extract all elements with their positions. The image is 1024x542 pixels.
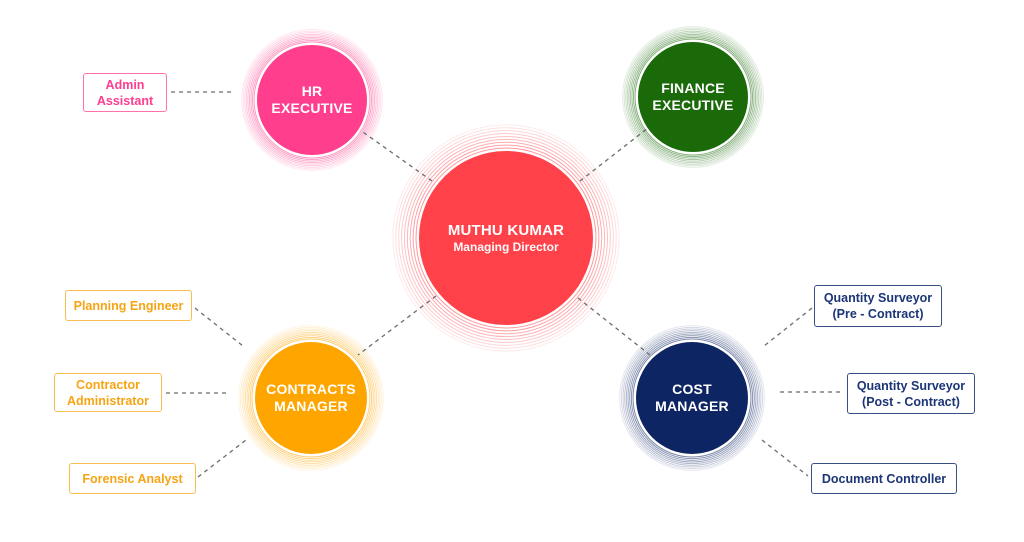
cost-manager-line-1: COST [672, 381, 712, 397]
qs-post-line-2: (Post - Contract) [862, 394, 960, 409]
hr-executive-halo [241, 29, 383, 171]
halo-ring [634, 38, 752, 156]
halo-ring [625, 29, 761, 165]
finance-executive-line-1: FINANCE [661, 80, 725, 96]
halo-ring [392, 124, 620, 352]
halo-ring [625, 331, 759, 465]
connector-center-contracts [357, 295, 437, 356]
cost-manager-node[interactable]: COST MANAGER [636, 342, 748, 454]
planning-engineer-label: Planning Engineer [73, 298, 184, 313]
halo-ring [624, 330, 760, 466]
halo-ring [626, 30, 760, 164]
halo-ring [628, 32, 758, 162]
cost-manager-line-2: MANAGER [655, 398, 729, 414]
halo-ring [246, 333, 376, 463]
hr-executive-line-1: HR [301, 83, 323, 99]
halo-ring [629, 335, 755, 461]
halo-ring [629, 33, 757, 161]
connector-contracts-forensic [197, 439, 247, 478]
finance-executive-line-2: EXECUTIVE [652, 97, 734, 113]
connector-contracts-planning [194, 307, 244, 347]
quantity-surveyor-pre-contract-box[interactable]: Quantity Surveyor (Pre - Contract) [814, 285, 942, 327]
halo-ring [622, 328, 762, 468]
halo-ring [619, 325, 765, 471]
connector-center-hr [359, 129, 433, 182]
finance-executive-halo [622, 26, 764, 168]
connector-cost-document [761, 439, 809, 477]
admin-assistant-box[interactable]: Admin Assistant [83, 73, 167, 112]
halo-ring [409, 141, 603, 335]
hr-executive-line-2: EXECUTIVE [271, 100, 353, 116]
contracts-manager-halo [238, 325, 384, 471]
halo-ring [247, 35, 377, 165]
contractor-administrator-line-2: Administrator [67, 393, 149, 408]
halo-ring [631, 35, 755, 159]
halo-ring [248, 36, 376, 164]
managing-director-halo [392, 124, 620, 352]
halo-ring [398, 130, 614, 346]
halo-ring [251, 39, 373, 161]
halo-ring [241, 29, 383, 171]
halo-ring [627, 333, 757, 463]
halo-ring [241, 328, 381, 468]
qs-pre-line-1: Quantity Surveyor [823, 291, 933, 305]
halo-ring [395, 127, 617, 349]
document-controller-label: Document Controller [821, 471, 947, 486]
halo-ring [253, 41, 371, 159]
halo-ring [403, 135, 609, 341]
halo-ring [244, 331, 378, 465]
halo-ring [248, 335, 374, 461]
cost-manager-halo [619, 325, 765, 471]
halo-ring [623, 27, 763, 167]
forensic-analyst-box[interactable]: Forensic Analyst [69, 463, 196, 494]
connector-center-finance [579, 127, 649, 182]
halo-ring [244, 32, 380, 168]
managing-director-name: MUTHU KUMAR [447, 222, 565, 239]
contracts-manager-line-1: CONTRACTS [266, 381, 356, 397]
admin-assistant-line-1: Admin [105, 77, 145, 92]
halo-ring [632, 36, 754, 158]
hr-executive-node[interactable]: HR EXECUTIVE [257, 45, 367, 155]
halo-ring [243, 330, 379, 466]
halo-ring [245, 33, 379, 167]
halo-ring [242, 30, 382, 170]
document-controller-box[interactable]: Document Controller [811, 463, 957, 494]
connector-cost-qs-pre [763, 307, 813, 347]
halo-ring [239, 326, 383, 470]
halo-ring [412, 144, 600, 332]
managing-director-title: Managing Director [453, 240, 559, 254]
quantity-surveyor-post-contract-box[interactable]: Quantity Surveyor (Post - Contract) [847, 373, 975, 414]
contractor-administrator-line-1: Contractor [76, 377, 140, 392]
finance-executive-node[interactable]: FINANCE EXECUTIVE [638, 42, 748, 152]
managing-director-node[interactable]: MUTHU KUMAR Managing Director [419, 151, 593, 325]
halo-ring [249, 336, 373, 460]
planning-engineer-box[interactable]: Planning Engineer [65, 290, 192, 321]
contracts-manager-line-2: MANAGER [274, 398, 348, 414]
halo-ring [630, 336, 754, 460]
halo-ring [238, 325, 384, 471]
halo-ring [632, 338, 752, 458]
qs-post-line-1: Quantity Surveyor [856, 378, 966, 393]
contractor-administrator-box[interactable]: Contractor Administrator [54, 373, 162, 412]
halo-ring [250, 38, 374, 162]
halo-ring [620, 326, 764, 470]
halo-ring [415, 147, 597, 329]
contracts-manager-node[interactable]: CONTRACTS MANAGER [255, 342, 367, 454]
admin-assistant-line-2: Assistant [96, 93, 154, 108]
halo-ring [401, 133, 611, 343]
halo-ring [251, 338, 371, 458]
forensic-analyst-label: Forensic Analyst [82, 471, 183, 486]
qs-pre-line-2: (Pre - Contract) [832, 307, 924, 321]
halo-ring [622, 26, 764, 168]
halo-ring [406, 138, 606, 338]
